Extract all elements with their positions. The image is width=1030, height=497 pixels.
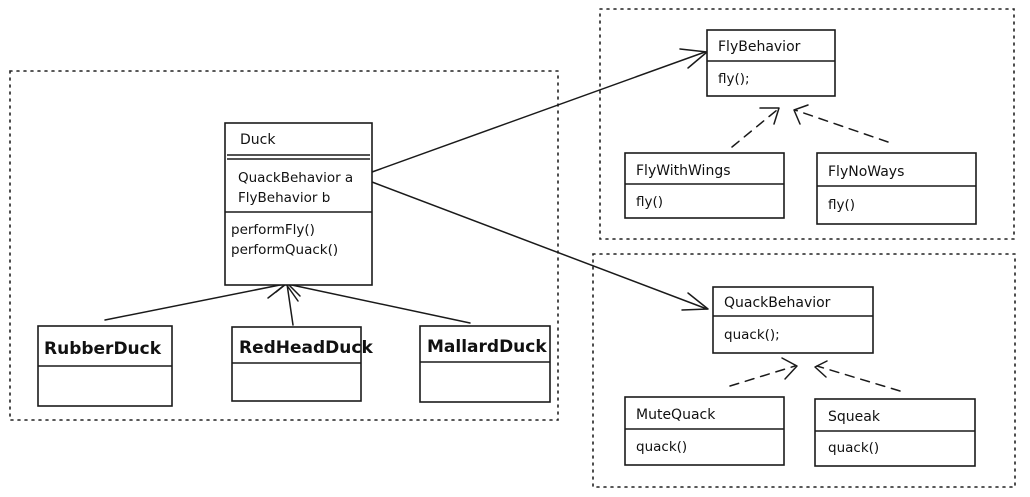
quackbehavior-class[interactable]: QuackBehavior quack();: [712, 286, 874, 354]
class-box: [814, 398, 976, 467]
class-name: MuteQuack: [636, 407, 716, 423]
class-box: [624, 396, 785, 466]
flynoways-to-flybehavior-edge: [794, 109, 889, 143]
class-field: FlyBehavior b: [238, 190, 330, 206]
squeak-to-quackbehavior-edge: [816, 365, 901, 392]
class-box: [712, 286, 874, 354]
class-name: FlyNoWays: [828, 164, 904, 180]
duck-to-flybehavior-edge: [371, 51, 706, 173]
class-name: RubberDuck: [44, 339, 162, 359]
class-method: fly();: [718, 71, 750, 87]
duck-to-quackbehavior-edge: [371, 181, 708, 310]
class-name: FlyBehavior: [718, 39, 801, 55]
class-box: [231, 326, 362, 402]
duck-class[interactable]: Duck QuackBehavior a FlyBehavior b perfo…: [224, 122, 373, 286]
mutequack-to-quackbehavior-edge: [729, 365, 796, 387]
class-field: QuackBehavior a: [238, 170, 353, 186]
class-name: Duck: [240, 132, 276, 148]
class-method: quack();: [724, 327, 780, 343]
arrowhead: [793, 104, 809, 125]
class-name: FlyWithWings: [636, 163, 731, 179]
class-method: fly(): [828, 197, 855, 213]
arrowhead: [814, 360, 828, 378]
flybehavior-class[interactable]: FlyBehavior fly();: [706, 29, 836, 97]
arrowhead: [781, 357, 798, 380]
class-box: [224, 122, 373, 286]
class-method: quack(): [828, 440, 879, 456]
class-box: [419, 325, 551, 403]
class-method: performFly(): [231, 222, 315, 238]
rubberduck-to-duck-edge: [104, 283, 286, 321]
mallardduck-class[interactable]: MallardDuck: [419, 325, 551, 403]
mutequack-class[interactable]: MuteQuack quack(): [624, 396, 785, 466]
redheadduck-to-duck-edge: [286, 283, 294, 326]
flywithwings-to-flybehavior-edge: [731, 109, 778, 148]
rubberduck-class[interactable]: RubberDuck: [37, 325, 173, 407]
arrowhead: [759, 107, 780, 125]
flywithwings-class[interactable]: FlyWithWings fly(): [624, 152, 785, 219]
class-name: QuackBehavior: [724, 295, 831, 311]
mallardduck-to-duck-edge: [286, 283, 471, 324]
arrowhead: [681, 292, 709, 311]
duck-group: [9, 70, 559, 421]
class-method: fly(): [636, 194, 663, 210]
edges: [104, 48, 901, 392]
class-box: [816, 152, 977, 225]
squeak-class[interactable]: Squeak quack(): [814, 398, 976, 467]
class-name: Squeak: [828, 409, 881, 425]
class-name: RedHeadDuck: [239, 338, 373, 358]
class-name: MallardDuck: [427, 337, 547, 357]
flynoways-class[interactable]: FlyNoWays fly(): [816, 152, 977, 225]
class-method: quack(): [636, 439, 687, 455]
redheadduck-class[interactable]: RedHeadDuck: [231, 326, 373, 402]
quack-behavior-group: [592, 253, 1016, 488]
class-box: [624, 152, 785, 219]
arrowhead: [679, 48, 708, 69]
class-box: [706, 29, 836, 97]
class-method: performQuack(): [231, 242, 338, 258]
